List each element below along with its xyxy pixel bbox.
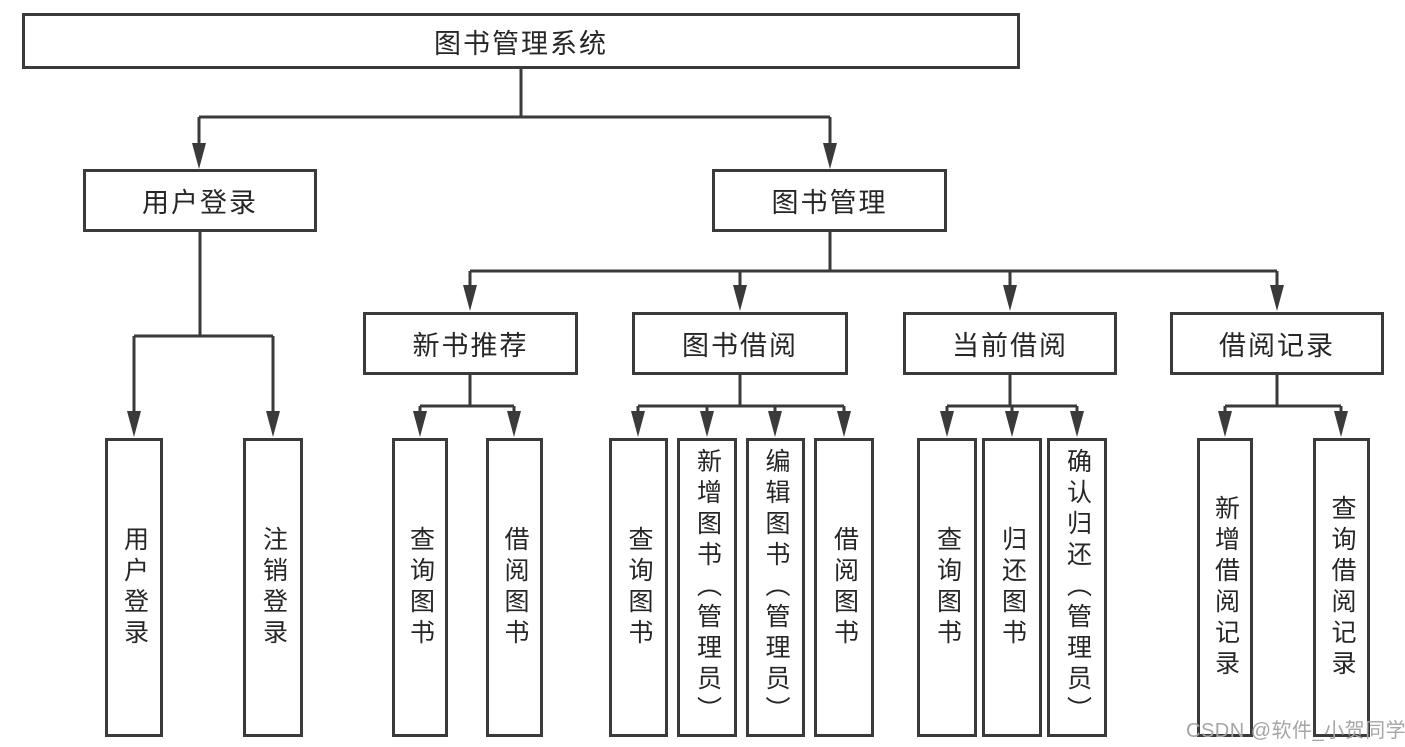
- node-label: 新书推荐: [412, 331, 529, 361]
- node-logout-action: 注销登录: [243, 438, 303, 737]
- node-return-books: 归还图书: [982, 438, 1042, 737]
- node-add-books-admin: 新增图书（管理员）: [677, 438, 737, 737]
- node-label: 编辑图书（管理员）: [762, 448, 790, 727]
- node-label: 借阅图书: [830, 525, 859, 650]
- node-current-borrowing: 当前借阅: [903, 312, 1117, 375]
- node-label: 借阅图书: [501, 525, 529, 650]
- node-label: 查询借阅记录: [1328, 494, 1356, 681]
- node-edit-books-admin: 编辑图书（管理员）: [746, 438, 805, 737]
- node-borrow-records: 借阅记录: [1170, 312, 1384, 375]
- node-add-borrow-record: 新增借阅记录: [1197, 438, 1253, 737]
- node-label: 查询图书: [625, 525, 653, 650]
- node-query-books: 查询图书: [392, 438, 448, 737]
- node-label: 图书借阅: [682, 331, 798, 361]
- node-label: 用户登录: [142, 188, 258, 218]
- node-label: 新增图书（管理员）: [693, 448, 722, 727]
- node-label: 用户登录: [120, 525, 149, 650]
- node-label: 新增借阅记录: [1211, 494, 1240, 681]
- arrowheads: [127, 143, 1348, 437]
- node-system-root: 图书管理系统: [22, 13, 1020, 69]
- node-label: 查询图书: [933, 525, 962, 650]
- node-label: 确认归还（管理员）: [1063, 448, 1092, 727]
- node-query-borrow-record: 查询借阅记录: [1313, 438, 1370, 737]
- node-label: 图书管理: [771, 188, 888, 218]
- node-query-books: 查询图书: [917, 438, 977, 737]
- node-label: 注销登录: [259, 525, 288, 650]
- node-label: 借阅记录: [1219, 331, 1335, 361]
- node-book-borrowing: 图书借阅: [632, 312, 848, 375]
- csdn-watermark: CSDN @软件_小贺同学: [1186, 720, 1405, 742]
- node-label: 图书管理系统: [434, 28, 608, 59]
- node-book-management: 图书管理: [712, 169, 947, 232]
- node-user-login-action: 用户登录: [105, 438, 163, 737]
- node-new-book-recommend: 新书推荐: [363, 312, 578, 375]
- node-confirm-return-admin: 确认归还（管理员）: [1047, 438, 1107, 737]
- node-label: 查询图书: [406, 525, 435, 650]
- node-query-books: 查询图书: [609, 438, 668, 737]
- node-label: 归还图书: [998, 525, 1027, 650]
- node-borrow-books: 借阅图书: [814, 438, 874, 737]
- node-borrow-books: 借阅图书: [486, 438, 543, 737]
- node-user-login: 用户登录: [83, 169, 317, 232]
- node-label: 当前借阅: [952, 331, 1068, 361]
